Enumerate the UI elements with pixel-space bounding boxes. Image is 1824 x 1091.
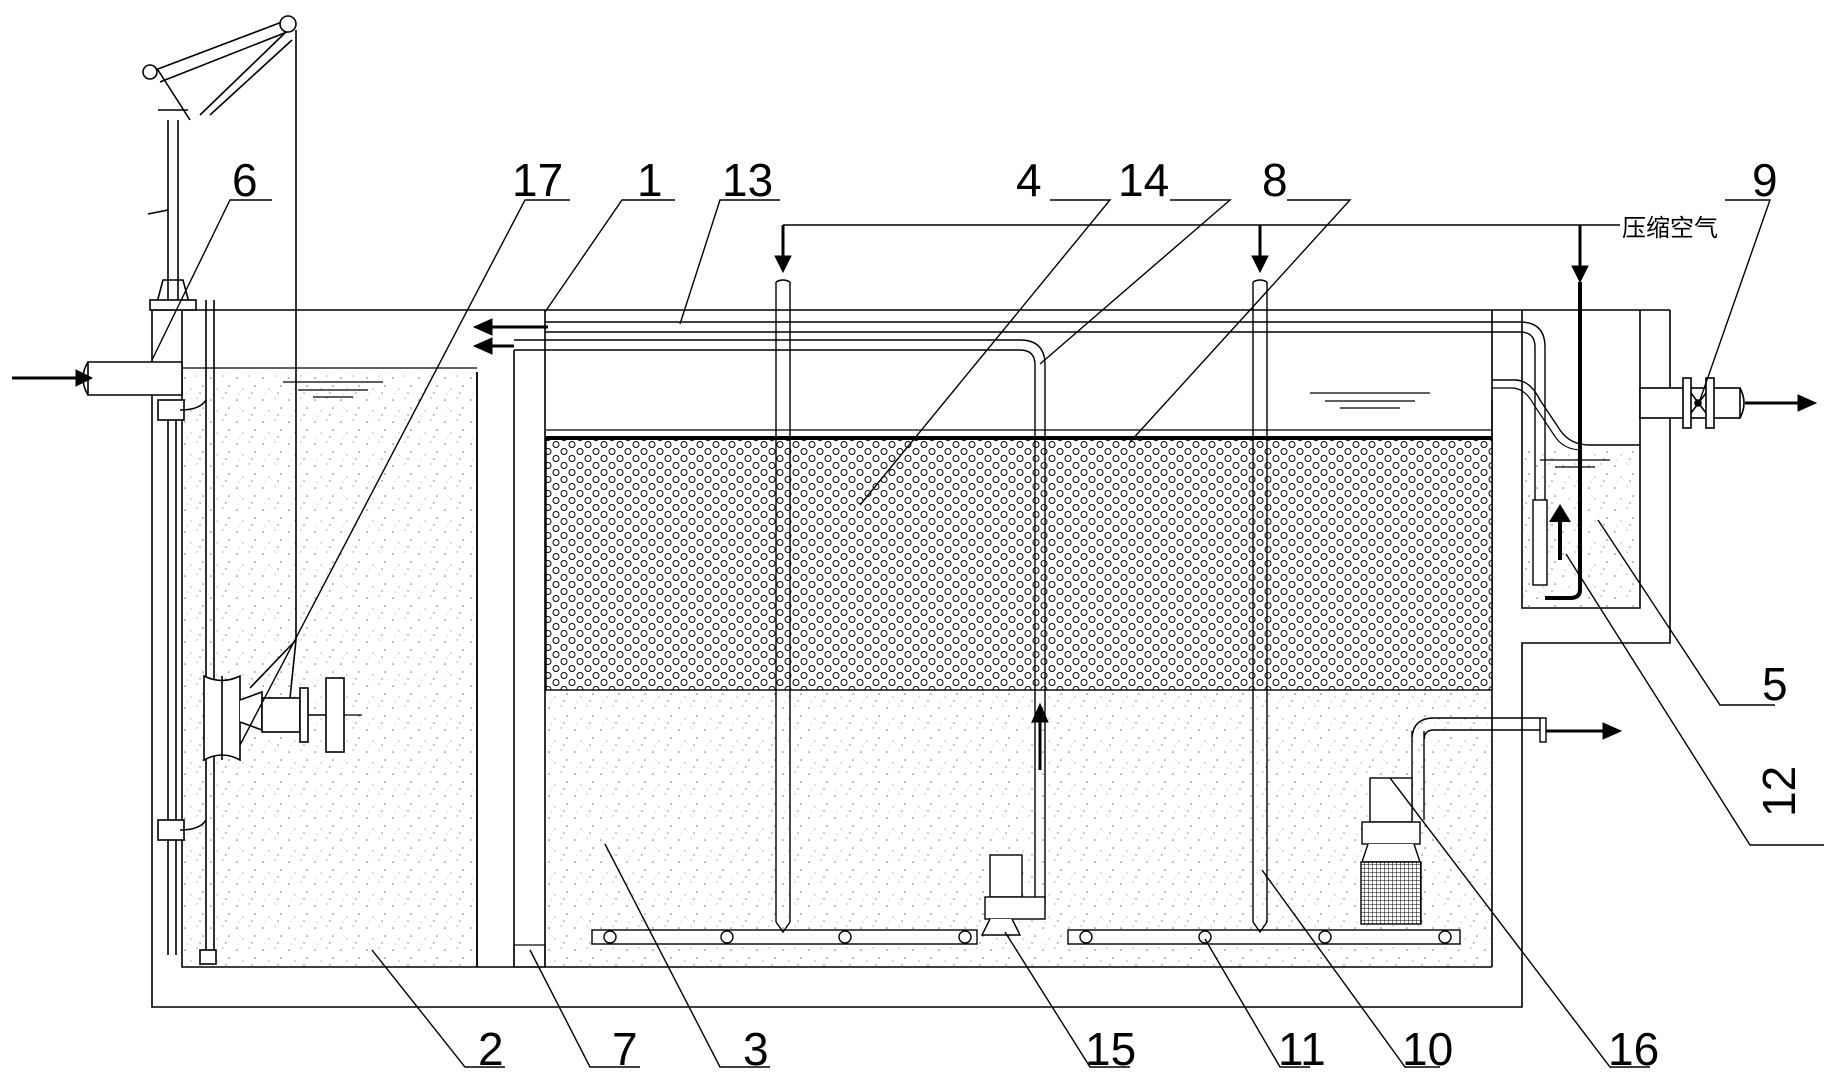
inlet-pipe-6	[82, 361, 477, 396]
baffle-7	[513, 944, 546, 968]
return-pipes-13-14	[514, 321, 1546, 905]
pump-16	[1360, 717, 1547, 925]
label-12: 12	[1753, 766, 1805, 817]
water-level-marks	[283, 381, 1610, 468]
label-6: 6	[232, 154, 258, 206]
label-11: 11	[1278, 1023, 1326, 1075]
label-8: 8	[1262, 154, 1288, 206]
decant-pipe	[1492, 379, 1640, 446]
label-7: 7	[612, 1023, 638, 1075]
label-14: 14	[1118, 154, 1169, 206]
hoist-crane	[142, 15, 297, 965]
filter-media-bed-4	[545, 437, 1493, 691]
label-17: 17	[512, 154, 563, 206]
label-5: 5	[1762, 658, 1788, 710]
label-9: 9	[1752, 154, 1778, 206]
outlet-chamber-5	[1521, 310, 1641, 609]
label-13: 13	[722, 154, 773, 206]
label-3: 3	[743, 1023, 769, 1075]
compressed-air-label: 压缩空气	[1622, 214, 1718, 242]
label-16: 16	[1608, 1023, 1659, 1075]
submersible-mixer-17	[203, 639, 362, 762]
outlet-pipe-9	[1639, 377, 1745, 429]
tank-outer-wall	[151, 310, 1671, 1008]
leader-lines	[151, 199, 1824, 1068]
chamber-3-water	[546, 690, 1491, 966]
air-risers-10	[775, 279, 1268, 922]
part-labels: 6 17 1 13 4 14 8 9 5 12 2 7 3 15 11 10 1…	[232, 154, 1805, 1075]
label-10: 10	[1402, 1023, 1453, 1075]
diffuser-pipes-11	[591, 921, 1461, 945]
label-2: 2	[478, 1023, 504, 1075]
label-15: 15	[1085, 1023, 1136, 1075]
label-4: 4	[1016, 154, 1042, 206]
airlift-pump-12	[1532, 282, 1582, 600]
chamber-2-water	[183, 372, 476, 966]
sludge-pump-15	[980, 854, 1046, 936]
flow-arrows	[12, 318, 1818, 770]
air-down-arrows	[774, 225, 1589, 284]
label-1: 1	[637, 154, 663, 206]
